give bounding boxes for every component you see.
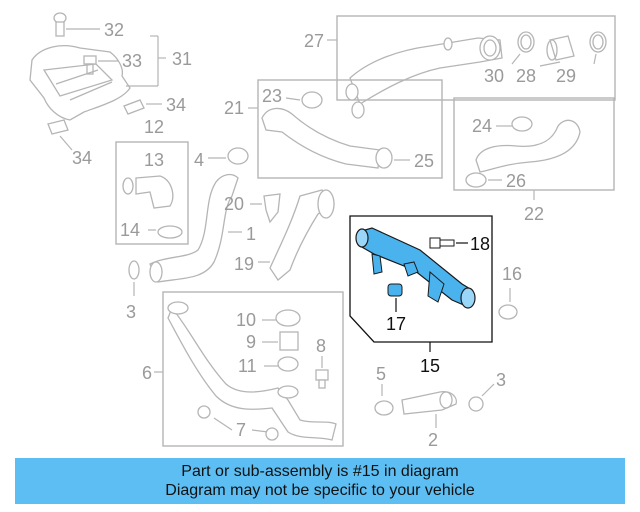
- grommet-17-part: [387, 283, 403, 312]
- label-3-left: 3: [126, 302, 136, 322]
- banner-line-2: Diagram may not be specific to your vehi…: [165, 482, 475, 499]
- group-27: 27 30 28 29: [304, 15, 616, 119]
- label-25: 25: [414, 151, 434, 171]
- group-6: 6 10 9 11 8 7: [142, 291, 344, 447]
- label-17: 17: [386, 314, 406, 334]
- label-16: 16: [502, 264, 522, 284]
- label-2: 2: [428, 430, 438, 450]
- label-8: 8: [316, 336, 326, 356]
- clamp-4-part: 4: [194, 147, 249, 170]
- label-19: 19: [234, 254, 254, 274]
- pipe-19-part: 19: [234, 189, 335, 281]
- group-12: 13 14: [115, 141, 189, 245]
- label-3-right: 3: [496, 370, 506, 390]
- label-27: 27: [304, 31, 324, 51]
- label-11: 11: [238, 356, 257, 376]
- label-18: 18: [470, 234, 490, 254]
- bolt-18-part: [429, 237, 468, 249]
- label-26: 26: [506, 171, 526, 191]
- label-29: 29: [556, 66, 576, 86]
- label-1: 1: [246, 224, 256, 244]
- label-5: 5: [376, 364, 386, 384]
- label-21: 21: [224, 98, 244, 118]
- bracket-31-part: [29, 35, 166, 121]
- bolt-32-part: [53, 12, 100, 37]
- label-4: 4: [194, 150, 204, 170]
- clamp-30-part: [511, 31, 535, 65]
- label-9: 9: [246, 332, 256, 352]
- label-20: 20: [224, 194, 244, 214]
- label-32: 32: [104, 20, 124, 40]
- ring-3-part: 3: [126, 260, 140, 322]
- label-15: 15: [420, 356, 440, 376]
- info-banner: Part or sub-assembly is #15 in diagram D…: [15, 458, 625, 504]
- label-33: 33: [122, 51, 142, 71]
- clamp-29-part: [589, 31, 607, 65]
- label-13: 13: [144, 150, 164, 170]
- banner-line-1: Part or sub-assembly is #15 in diagram: [181, 463, 459, 480]
- label-28: 28: [516, 66, 536, 86]
- ring-16-part: 16: [498, 264, 522, 320]
- label-6: 6: [142, 363, 152, 383]
- label-24: 24: [472, 116, 492, 136]
- bracket-20-part: 20: [224, 193, 281, 224]
- group-bottom-right: 5 2 3: [374, 364, 506, 450]
- group-31: 32 33 31 34 12 34: [29, 12, 192, 168]
- label-30: 30: [484, 66, 504, 86]
- label-10: 10: [236, 310, 256, 330]
- label-22: 22: [524, 204, 544, 224]
- group-21: 21 23 25: [224, 79, 443, 179]
- label-14: 14: [120, 220, 140, 240]
- bolt-33-part: [83, 55, 118, 75]
- hose-1-part: 1: [149, 173, 256, 283]
- hose-28-part: [539, 35, 575, 67]
- group-22: 22 24 26: [453, 97, 615, 224]
- coolant-pipe-15-highlighted[interactable]: [355, 227, 476, 309]
- label-23: 23: [262, 86, 282, 106]
- label-31: 31: [172, 49, 192, 69]
- label-34-left: 34: [72, 148, 92, 168]
- label-12: 12: [144, 117, 164, 137]
- group-15: 15 18 17: [349, 215, 493, 376]
- clip-34-part: [123, 99, 162, 115]
- clip-34-left-part: [47, 119, 73, 151]
- label-34-right: 34: [166, 95, 186, 115]
- label-7: 7: [236, 420, 246, 440]
